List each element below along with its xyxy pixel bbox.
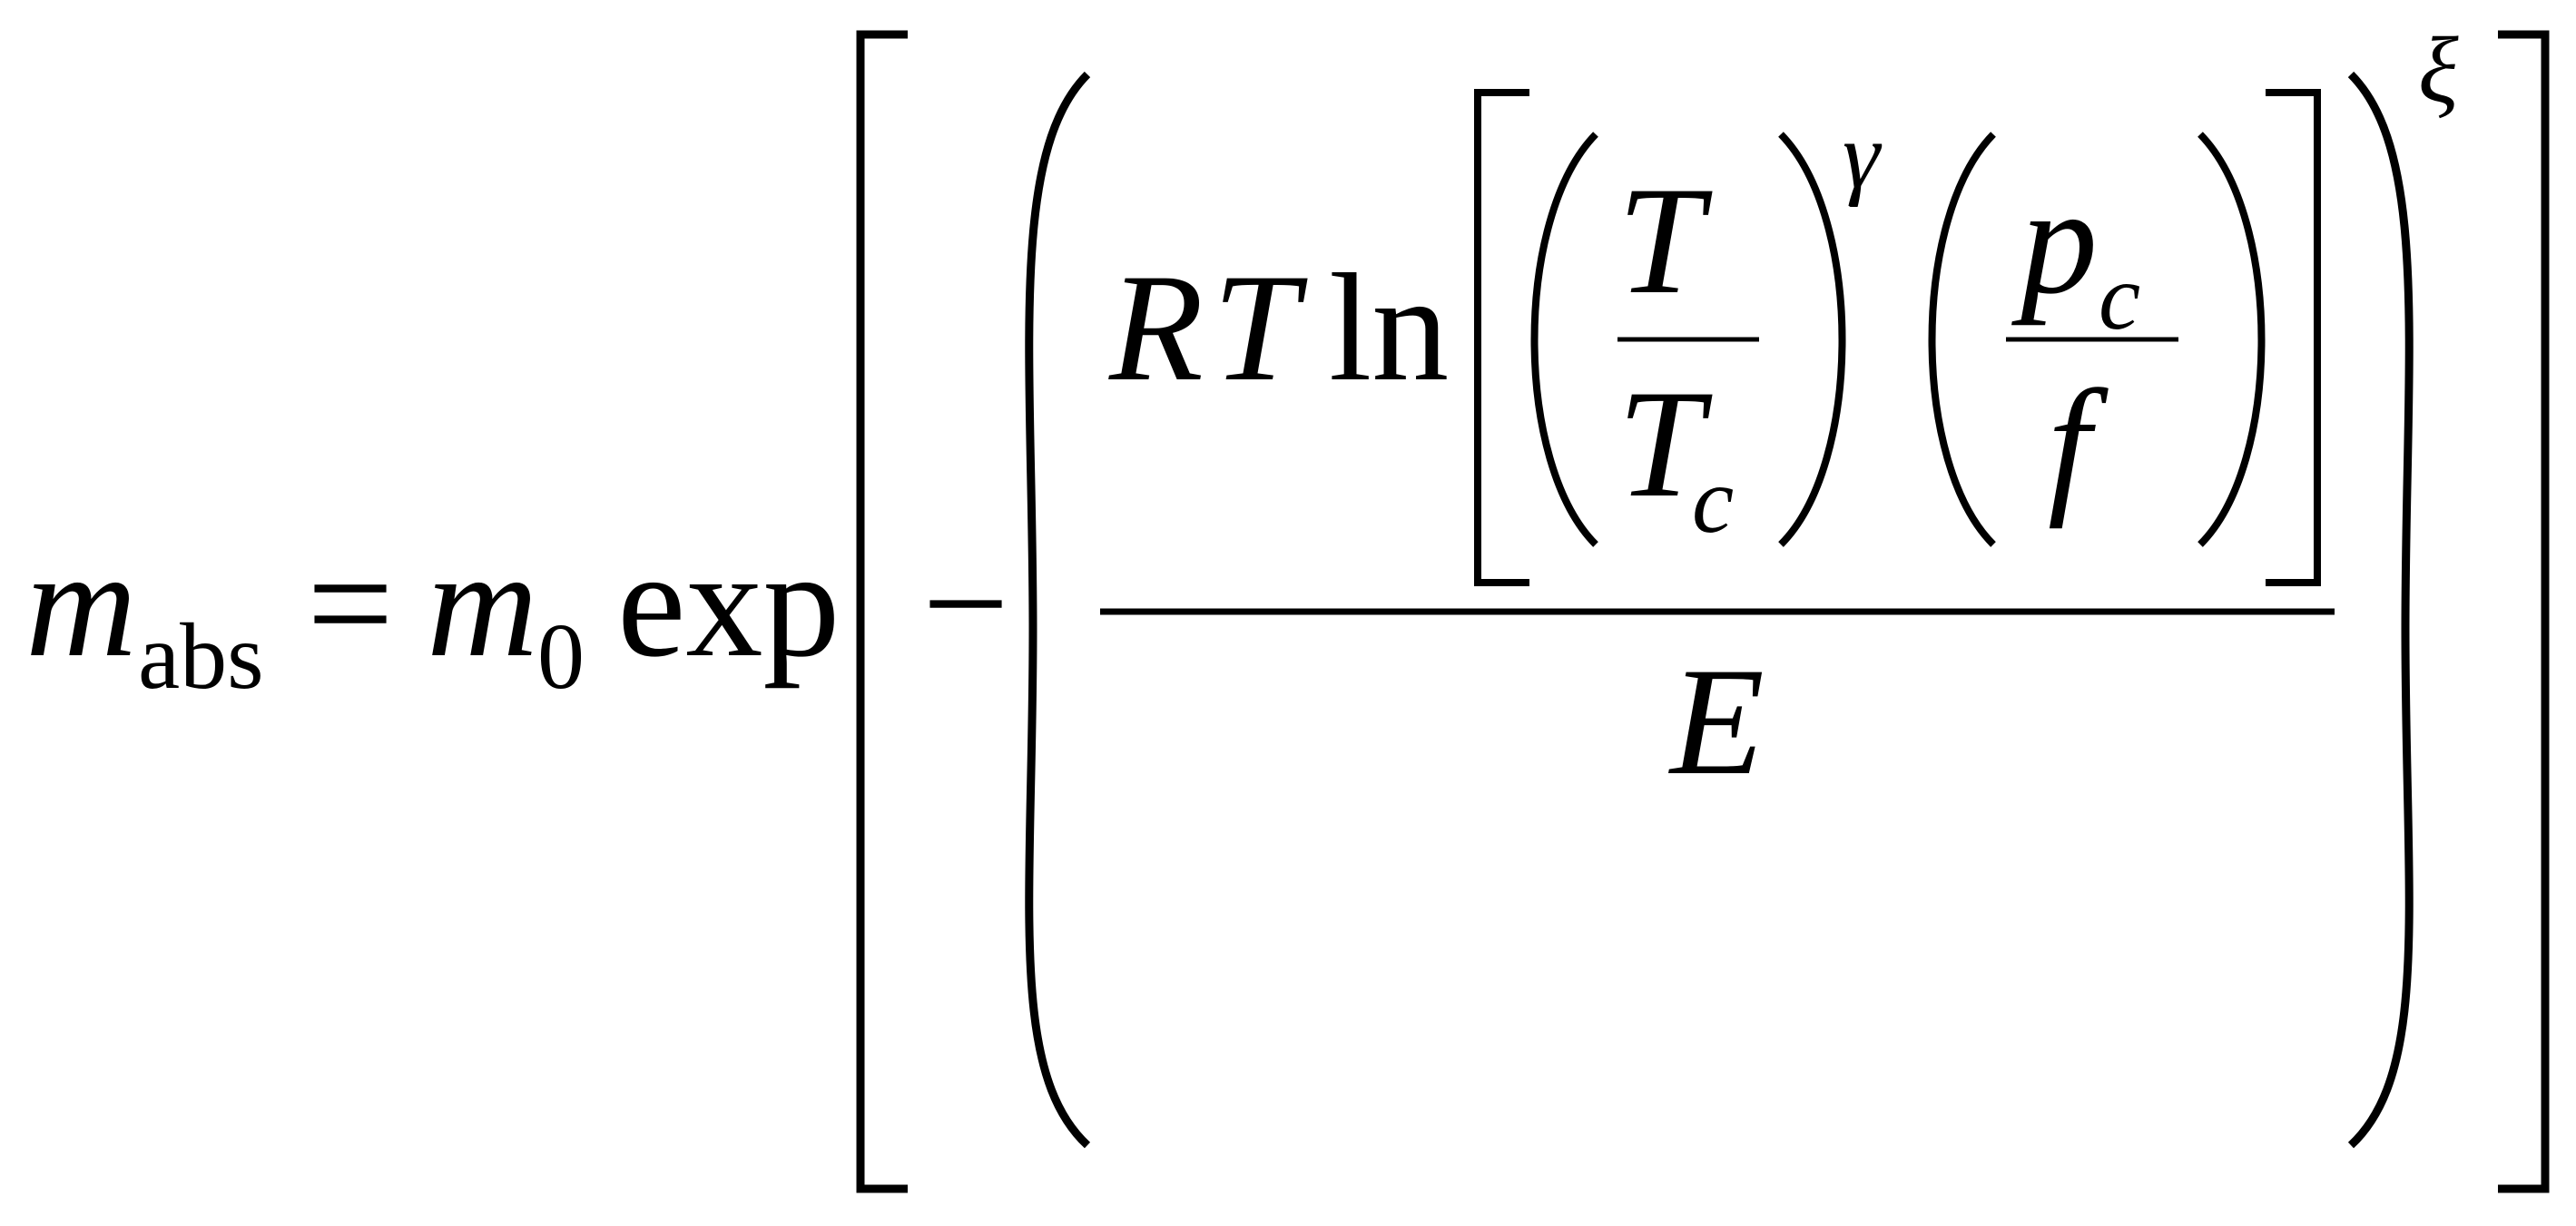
- ratio-p-numerator: p: [2011, 155, 2098, 326]
- ratio-T-denominator: T: [1617, 358, 1713, 529]
- xi-exponent: ξ: [2418, 18, 2459, 123]
- coefficient-symbol: m: [427, 518, 538, 689]
- inner-right-bracket: [2266, 89, 2321, 586]
- ratio-T-denominator-sub: c: [1692, 448, 1734, 553]
- ratio-p-right-paren: [2197, 132, 2266, 547]
- inner-left-bracket: [1474, 89, 1529, 586]
- ratio-p-left-paren: [1928, 132, 1996, 547]
- outer-right-paren: [2347, 71, 2414, 1149]
- outer-left-bracket: [856, 30, 908, 1193]
- ratio-T-right-paren: [1778, 132, 1846, 547]
- lhs-subscript: abs: [138, 604, 264, 709]
- ratio-p-denominator: f: [2048, 358, 2109, 529]
- ln-function: ln: [1329, 242, 1449, 413]
- ratio-T-numerator: T: [1617, 155, 1713, 326]
- gamma-exponent: γ: [1843, 103, 1883, 208]
- T-symbol: T: [1213, 242, 1308, 413]
- R-symbol: R: [1108, 242, 1204, 413]
- minus-sign: −: [922, 518, 1009, 689]
- coefficient-subscript: 0: [537, 604, 585, 709]
- outer-left-paren: [1025, 71, 1091, 1149]
- ratio-p-numerator-sub: c: [2099, 245, 2140, 349]
- exp-function: exp: [617, 518, 840, 689]
- denominator-E: E: [1668, 636, 1765, 807]
- outer-right-bracket: [2498, 30, 2550, 1193]
- lhs-symbol: m: [25, 518, 137, 689]
- ratio-T-left-paren: [1530, 132, 1598, 547]
- equals-sign: =: [307, 518, 394, 689]
